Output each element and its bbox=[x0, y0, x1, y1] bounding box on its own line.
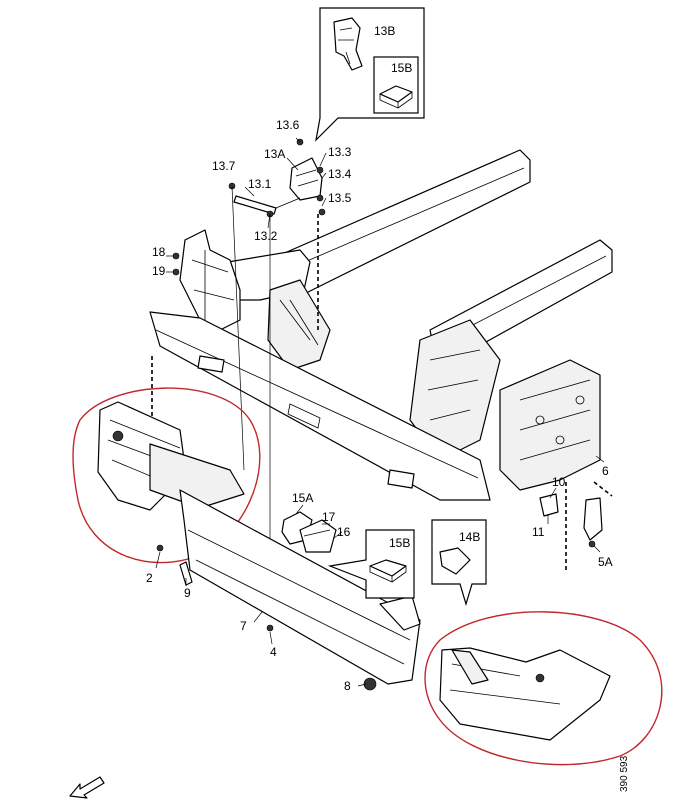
label-13-4: 13.4 bbox=[328, 167, 352, 181]
label-9: 9 bbox=[184, 586, 191, 600]
label-16: 16 bbox=[337, 525, 351, 539]
right-bumper-end-zone bbox=[424, 611, 663, 766]
label-13-1: 13.1 bbox=[248, 177, 272, 191]
lower-cover-panel bbox=[179, 489, 421, 691]
label-18: 18 bbox=[152, 245, 166, 259]
label-11: 11 bbox=[532, 525, 545, 539]
label-10: 10 bbox=[552, 475, 566, 489]
fastener-group-13 bbox=[228, 138, 326, 560]
callout-14b: 14B bbox=[431, 519, 487, 607]
install-lines bbox=[151, 214, 613, 570]
label-4: 4 bbox=[270, 645, 277, 659]
label-8: 8 bbox=[344, 679, 351, 693]
label-13b: 13B bbox=[374, 24, 395, 38]
label-15b-bottom: 15B bbox=[389, 536, 410, 550]
label-13-2: 13.2 bbox=[254, 229, 278, 243]
figure-code: 390 593 bbox=[619, 755, 630, 792]
label-13-7: 13.7 bbox=[212, 159, 236, 173]
label-17: 17 bbox=[322, 510, 336, 524]
callout-13b-15b: 13B 15B bbox=[315, 7, 425, 142]
label-13-6: 13.6 bbox=[276, 118, 300, 132]
label-19: 19 bbox=[152, 264, 166, 278]
label-5a: 5A bbox=[598, 555, 613, 569]
label-7: 7 bbox=[240, 619, 247, 633]
callout-15b-bottom: 15B bbox=[327, 529, 415, 599]
label-13-5: 13.5 bbox=[328, 191, 352, 205]
label-14b: 14B bbox=[459, 530, 480, 544]
arrow-front-left-icon bbox=[69, 776, 105, 799]
label-15b-top: 15B bbox=[391, 61, 412, 75]
center-mounts bbox=[281, 511, 337, 553]
label-2: 2 bbox=[146, 571, 153, 585]
front-crossbeam bbox=[149, 311, 491, 501]
leader-lines bbox=[155, 137, 605, 687]
label-6: 6 bbox=[602, 464, 609, 478]
label-13-3: 13.3 bbox=[328, 145, 352, 159]
label-15a: 15A bbox=[292, 491, 313, 505]
label-13a: 13A bbox=[264, 147, 285, 161]
part-labels: 13.6 13A 13.3 13.4 13.5 13.7 13.1 13.2 1… bbox=[146, 118, 613, 693]
left-upper-bracket bbox=[172, 229, 241, 331]
